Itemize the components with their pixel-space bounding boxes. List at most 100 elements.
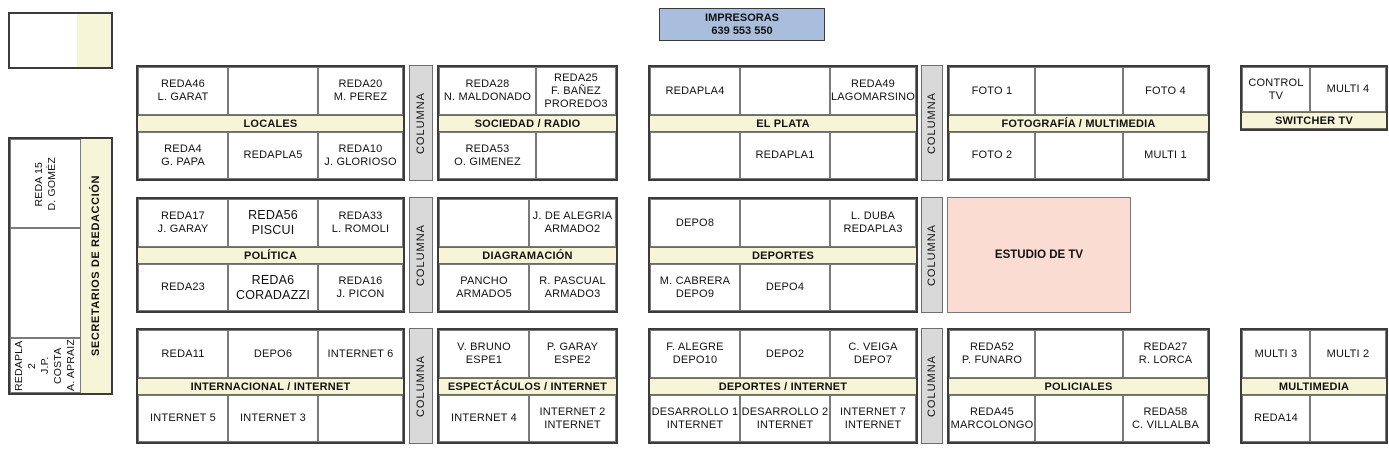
column-label: COLUMNA — [415, 223, 427, 286]
seat-el-plata-top-3: REDA49 LAGOMARSINO — [830, 67, 916, 115]
seat-el-plata-top-1: REDAPLA4 — [650, 67, 740, 115]
seat-deportes-top-2 — [740, 199, 830, 247]
seat-fotografia-multimedia-top-2 — [1035, 67, 1123, 115]
band-politica: POLÍTICA — [138, 247, 403, 264]
left-panel-cell-2 — [10, 228, 81, 338]
seat-locales-top-2 — [228, 67, 318, 115]
seat-switcher-tv-top-2: MULTI 4 — [1310, 67, 1386, 112]
seat-deportes-bottom-1: M. CABRERA DEPO9 — [650, 264, 740, 311]
seat-internacional-internet-bottom-1: INTERNET 5 — [138, 395, 228, 442]
studio-de-tv: ESTUDIO DE TV — [947, 197, 1131, 313]
left-panel-top — [8, 12, 113, 69]
seat-deportes-internet-top-2: DEPO2 — [740, 330, 830, 378]
seat-multimedia-bottom-2 — [1310, 395, 1386, 442]
seat-deportes-internet-bottom-3: INTERNET 7 INTERNET — [830, 395, 916, 442]
band-espectaculos-internet: ESPECTÁCULOS / INTERNET — [439, 378, 616, 395]
seat-politica-top-2: REDA56 PISCUI — [228, 199, 318, 247]
seat-fotografia-multimedia-top-1: FOTO 1 — [949, 67, 1035, 115]
left-panel-cell-3-label: REDAPLA 2 J.P. COSTA A. APRAIZ — [13, 339, 77, 392]
seat-internacional-internet-top-2: DEPO6 — [228, 330, 318, 378]
column-label: COLUMNA — [926, 91, 938, 154]
seat-policiales-bottom-1: REDA45 MARCOLONGO — [949, 395, 1035, 442]
seat-el-plata-bottom-3 — [830, 132, 916, 179]
seat-deportes-top-1: DEPO8 — [650, 199, 740, 247]
seat-policiales-top-3: REDA27 R. LORCA — [1123, 330, 1208, 378]
seat-locales-bottom-1: REDA4 G. PAPA — [138, 132, 228, 179]
seat-el-plata-bottom-2: REDAPLA1 — [740, 132, 830, 179]
seat-locales-bottom-3: REDA10 J. GLORIOSO — [318, 132, 403, 179]
seat-fotografia-multimedia-bottom-1: FOTO 2 — [949, 132, 1035, 179]
column-label: COLUMNA — [415, 91, 427, 154]
seat-politica-bottom-1: REDA23 — [138, 264, 228, 311]
printers-codes: 639 553 550 — [711, 24, 773, 37]
seat-politica-bottom-3: REDA16 J. PICON — [318, 264, 403, 311]
band-el-plata: EL PLATA — [650, 115, 916, 132]
seat-espectaculos-internet-top-2: P. GARAY ESPE2 — [529, 330, 616, 378]
seat-policiales-bottom-2 — [1035, 395, 1123, 442]
band-policiales: POLICIALES — [949, 378, 1208, 395]
column-label: COLUMNA — [926, 223, 938, 286]
seat-el-plata-top-2 — [740, 67, 830, 115]
seat-espectaculos-internet-bottom-1: INTERNET 4 — [439, 395, 529, 442]
left-panel-cell-1-label: REDA 15 D. GOMÉZ — [32, 156, 58, 211]
band-sociedad-radio: SOCIEDAD / RADIO — [439, 115, 616, 132]
left-panel-top-band — [77, 14, 111, 67]
column-divider-1: COLUMNA — [409, 65, 433, 181]
seat-multimedia-top-2: MULTI 2 — [1310, 330, 1386, 378]
printers-box: IMPRESORAS 639 553 550 — [659, 8, 825, 41]
seat-espectaculos-internet-top-1: V. BRUNO ESPE1 — [439, 330, 529, 378]
seat-deportes-bottom-3 — [830, 264, 916, 311]
seat-diagramacion-top-1 — [439, 199, 529, 247]
left-panel-band-label: SECRETARIOS DE REDACCIÓN — [90, 175, 102, 357]
seat-sociedad-radio-top-1: REDA28 N. MALDONADO — [439, 67, 536, 115]
printers-title: IMPRESORAS — [705, 11, 779, 24]
seat-diagramacion-top-2: J. DE ALEGRIA ARMADO2 — [529, 199, 616, 247]
seat-espectaculos-internet-bottom-2: INTERNET 2 INTERNET — [529, 395, 616, 442]
seat-diagramacion-bottom-2: R. PASCUAL ARMADO3 — [529, 264, 616, 311]
seat-policiales-top-1: REDA52 P. FUNARO — [949, 330, 1035, 378]
seat-el-plata-bottom-1 — [650, 132, 740, 179]
seat-multimedia-top-1: MULTI 3 — [1242, 330, 1310, 378]
column-divider-6: COLUMNA — [921, 328, 943, 444]
seat-fotografia-multimedia-top-3: FOTO 4 — [1123, 67, 1208, 115]
seat-policiales-top-2 — [1035, 330, 1123, 378]
band-locales: LOCALES — [138, 115, 403, 132]
seat-internacional-internet-top-1: REDA11 — [138, 330, 228, 378]
seat-internacional-internet-top-3: INTERNET 6 — [318, 330, 403, 378]
seat-fotografia-multimedia-bottom-3: MULTI 1 — [1123, 132, 1208, 179]
column-divider-4: COLUMNA — [921, 197, 943, 313]
seat-sociedad-radio-bottom-1: REDA53 O. GIMENEZ — [439, 132, 536, 179]
seat-deportes-internet-top-1: F. ALEGRE DEPO10 — [650, 330, 740, 378]
column-divider-5: COLUMNA — [409, 328, 433, 444]
seat-policiales-bottom-3: REDA58 C. VILLALBA — [1123, 395, 1208, 442]
seat-internacional-internet-bottom-3 — [318, 395, 403, 442]
seat-sociedad-radio-bottom-2 — [536, 132, 616, 179]
band-fotografia-multimedia: FOTOGRAFÍA / MULTIMEDIA — [949, 115, 1208, 132]
seat-deportes-internet-bottom-1: DESARROLLO 1 INTERNET — [650, 395, 740, 442]
band-deportes-internet: DEPORTES / INTERNET — [650, 378, 916, 395]
seat-deportes-internet-bottom-2: DESARROLLO 2 INTERNET — [740, 395, 830, 442]
band-diagramacion: DIAGRAMACIÓN — [439, 247, 616, 264]
band-switcher-tv: SWITCHER TV — [1242, 112, 1386, 129]
left-panel-secretarios: REDA 15 D. GOMÉZ REDAPLA 2 J.P. COSTA A.… — [8, 137, 113, 395]
band-internacional-internet: INTERNACIONAL / INTERNET — [138, 378, 403, 395]
seat-locales-top-1: REDA46 L. GARAT — [138, 67, 228, 115]
seat-sociedad-radio-top-2: REDA25 F. BAÑEZ PROREDO3 — [536, 67, 616, 115]
seat-deportes-internet-top-3: C. VEIGA DEPO7 — [830, 330, 916, 378]
band-multimedia: MULTIMEDIA — [1242, 378, 1386, 395]
seat-multimedia-bottom-1: REDA14 — [1242, 395, 1310, 442]
left-panel-cell-1: REDA 15 D. GOMÉZ — [10, 139, 81, 228]
seat-deportes-top-3: L. DUBA REDAPLA3 — [830, 199, 916, 247]
seat-politica-bottom-2: REDA6 CORADAZZI — [228, 264, 318, 311]
